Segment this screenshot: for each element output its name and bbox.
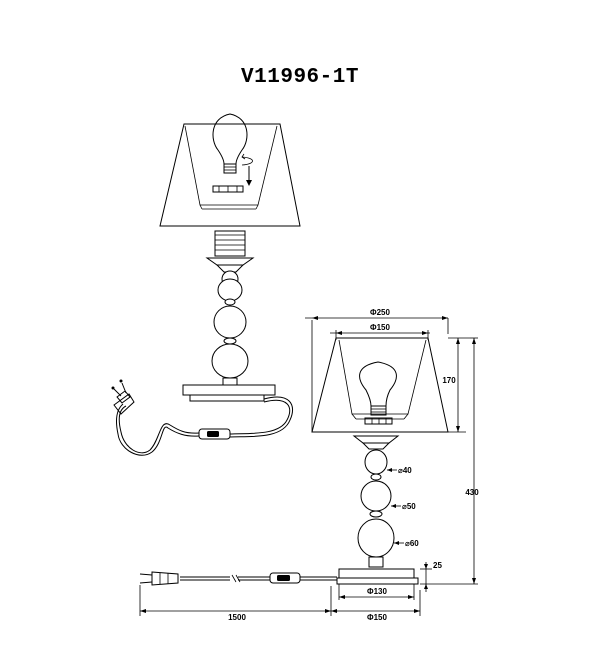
dim-ball-large: ⌀60: [405, 539, 419, 548]
exploded-cable: [111, 379, 294, 456]
dim-ball-medium: ⌀50: [402, 502, 416, 511]
dimension-lines: [139, 316, 478, 616]
dim-ball-small: ⌀40: [398, 466, 412, 475]
dim-total-height: 430: [465, 488, 479, 497]
dim-base-height: 25: [433, 561, 442, 570]
exploded-shade: [159, 123, 301, 227]
dim-cable-length: 1500: [228, 613, 246, 622]
assembled-view: [139, 337, 449, 586]
exploded-bulb-icon: [212, 113, 253, 193]
dim-shade-bottom-diameter: Φ150: [370, 323, 390, 332]
exploded-stem: [182, 230, 276, 402]
dim-shade-height: 170: [442, 376, 456, 385]
assembled-bulb-icon: [359, 361, 397, 425]
assembled-cable: [139, 571, 337, 586]
assembled-stem: [336, 435, 419, 585]
dim-base-outer-diameter: Φ150: [367, 613, 387, 622]
dim-base-diameter: Φ130: [367, 587, 387, 596]
dim-shade-top-diameter: Φ250: [370, 308, 390, 317]
model-title: V11996-1T: [241, 66, 359, 89]
exploded-view: [111, 113, 301, 456]
